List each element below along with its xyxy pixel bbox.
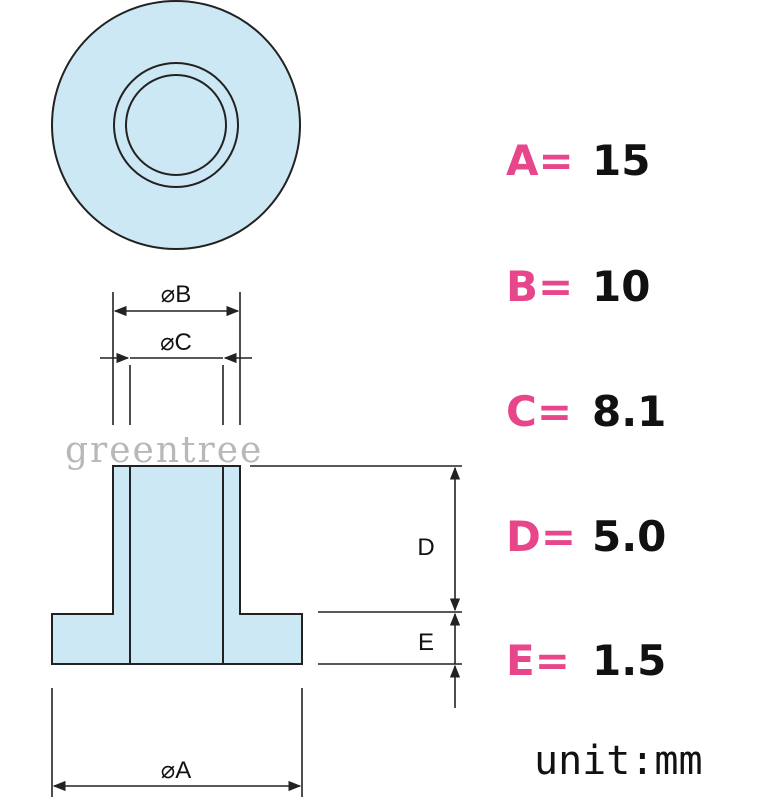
dimension-a (51, 688, 303, 797)
dimension-b-label: ⌀B (161, 281, 191, 308)
top-view (51, 0, 301, 250)
dimension-a-label: ⌀A (161, 757, 191, 784)
dimension-d-label: D (417, 534, 434, 561)
spec-value-e: 1.5 (592, 636, 666, 685)
spec-list: A= 15 B= 10 C= 8.1 D= 5.0 E= 1.5 (506, 136, 666, 685)
side-view (51, 465, 303, 665)
dimension-d-e (250, 465, 462, 708)
top-view-bore (125, 74, 227, 176)
spec-row-b: B= 10 (506, 262, 650, 311)
spec-value-b: 10 (592, 262, 650, 311)
spec-row-c: C= 8.1 (506, 387, 666, 436)
spec-value-c: 8.1 (592, 387, 666, 436)
dimension-e-label: E (418, 629, 434, 656)
spec-value-a: 15 (592, 136, 650, 185)
watermark: greentree (65, 430, 263, 471)
side-view-body (51, 465, 303, 665)
spec-row-e: E= 1.5 (506, 636, 666, 685)
spec-key-c: C= (506, 387, 572, 436)
spec-key-b: B= (506, 262, 573, 311)
dimension-c (100, 352, 252, 425)
spec-value-d: 5.0 (592, 512, 666, 561)
spec-key-d: D= (506, 512, 576, 561)
unit-label: unit:mm (534, 738, 703, 784)
spec-key-a: A= (506, 136, 574, 185)
spec-row-a: A= 15 (506, 136, 650, 185)
dimension-c-label: ⌀C (160, 329, 192, 356)
spec-row-d: D= 5.0 (506, 512, 666, 561)
spec-key-e: E= (506, 636, 570, 685)
